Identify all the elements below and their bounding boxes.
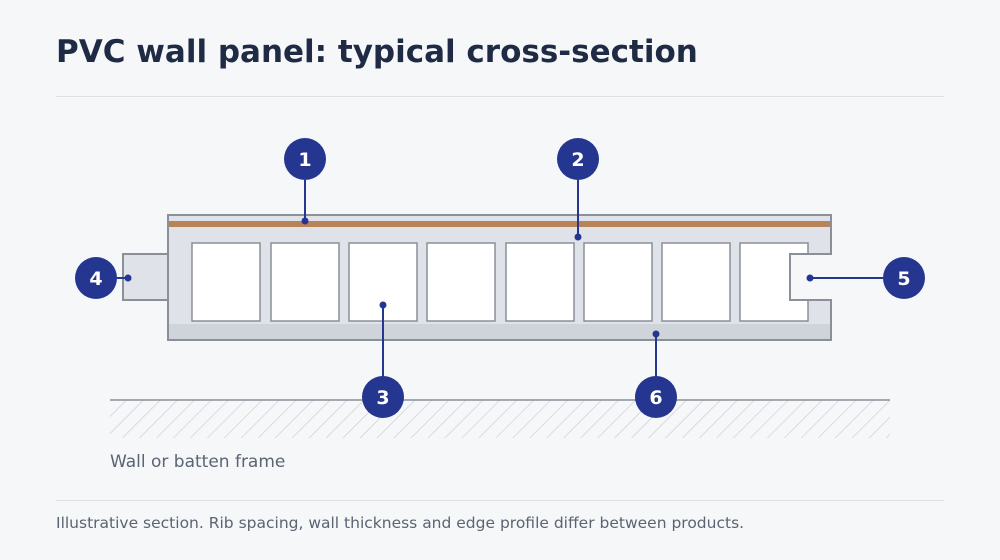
- panel-body: [167, 214, 832, 341]
- header-divider: [56, 96, 944, 97]
- cavity: [191, 242, 261, 322]
- callout-number: 6: [649, 387, 662, 409]
- wall-frame-label: Wall or batten frame: [110, 452, 286, 472]
- anchor-dot: [379, 301, 387, 309]
- anchor-dot: [124, 274, 132, 282]
- callout-badge-3: 3: [362, 376, 404, 418]
- pvc-panel: [122, 214, 833, 341]
- wall-hatch: [110, 400, 890, 438]
- anchor-dot: [652, 330, 660, 338]
- callout-badge-2: 2: [557, 138, 599, 180]
- callout-number: 3: [376, 387, 389, 409]
- leader-lines: [117, 180, 883, 378]
- cavity: [270, 242, 340, 322]
- callout-badge-4: 4: [75, 257, 117, 299]
- anchor-dots: [124, 217, 814, 338]
- callout-number: 1: [298, 149, 311, 171]
- callout-badge-6: 6: [635, 376, 677, 418]
- cavity: [661, 242, 731, 322]
- decor-layer: [169, 221, 830, 227]
- footnote: Illustrative section. Rib spacing, wall …: [56, 514, 745, 532]
- callout-badge-1: 1: [284, 138, 326, 180]
- anchor-dot: [806, 274, 814, 282]
- callout-number: 5: [897, 268, 910, 290]
- back-wall: [169, 324, 830, 339]
- callout-number: 2: [571, 149, 584, 171]
- anchor-dot: [574, 233, 582, 241]
- wall-frame: [110, 399, 890, 438]
- anchor-dot: [301, 217, 309, 225]
- callout-number: 4: [89, 268, 102, 290]
- cavity: [426, 242, 496, 322]
- footer-divider: [56, 500, 944, 501]
- page-title: PVC wall panel: typical cross-section: [56, 34, 698, 70]
- callout-badge-5: 5: [883, 257, 925, 299]
- cavity: [505, 242, 575, 322]
- cavity: [583, 242, 653, 322]
